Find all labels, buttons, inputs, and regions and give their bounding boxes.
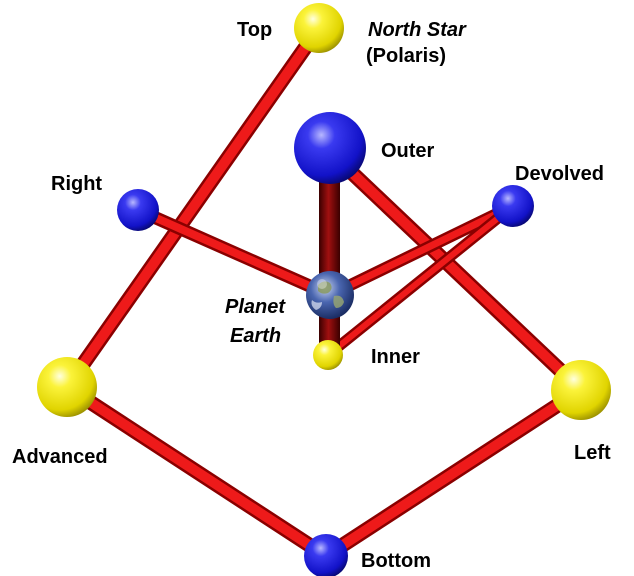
inner-sphere <box>313 340 343 370</box>
label-polaris: (Polaris) <box>366 45 446 67</box>
sphere-group <box>37 3 611 576</box>
label-north-star: North Star <box>368 19 467 41</box>
top-sphere <box>294 3 344 53</box>
left-sphere <box>551 360 611 420</box>
label-earth: Earth <box>230 325 281 347</box>
devolved-sphere <box>492 185 534 227</box>
label-right: Right <box>51 173 102 195</box>
advanced-sphere <box>37 357 97 417</box>
label-advanced: Advanced <box>12 446 108 468</box>
label-planet: Planet <box>225 296 286 318</box>
label-top: Top <box>237 19 272 41</box>
rod-top-advanced-highlight <box>67 28 319 387</box>
rod-bottom-left-highlight <box>326 390 581 556</box>
bottom-sphere <box>304 534 348 576</box>
label-devolved: Devolved <box>515 163 604 185</box>
label-bottom: Bottom <box>361 550 431 572</box>
outer-sphere <box>294 112 366 184</box>
label-inner: Inner <box>371 346 420 368</box>
label-outer: Outer <box>381 140 435 162</box>
planet-earth-sphere <box>306 271 354 319</box>
rod-advanced-bottom-highlight <box>67 387 326 556</box>
right-sphere <box>117 189 159 231</box>
label-left: Left <box>574 442 611 464</box>
